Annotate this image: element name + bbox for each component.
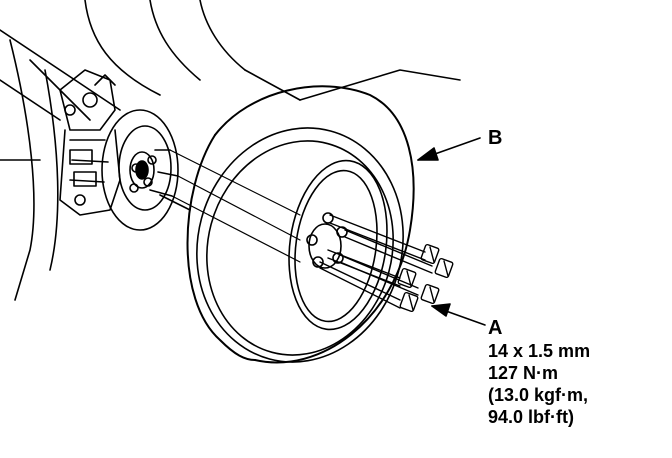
brake-rotor-hub — [101, 109, 191, 231]
torque-spec: 14 x 1.5 mm 127 N·m (13.0 kgf·m, 94.0 lb… — [488, 340, 590, 428]
spec-line-thread: 14 x 1.5 mm — [488, 341, 591, 361]
lug-nuts — [397, 243, 454, 313]
vehicle-body — [0, 0, 461, 301]
lug-nut — [399, 291, 419, 313]
brake-caliper — [59, 69, 121, 216]
wheel-rim — [288, 159, 388, 331]
callout-a-arrow — [431, 303, 486, 326]
lug-nut — [397, 267, 417, 289]
tire — [186, 85, 415, 364]
lug-nut — [434, 257, 454, 279]
spec-line-torque-lbf: 94.0 lbf·ft) — [488, 407, 575, 427]
lug-nut — [420, 243, 440, 265]
callout-a-label: A — [488, 317, 503, 339]
spec-line-torque-nm: 127 N·m — [488, 363, 559, 383]
spec-line-torque-kgf: (13.0 kgf·m, — [488, 385, 589, 405]
alignment-guide-lines — [169, 149, 301, 263]
lug-nut — [420, 283, 440, 305]
callout-b-arrow — [417, 137, 481, 161]
callout-b-label: B — [488, 127, 503, 149]
wheel-studs — [319, 214, 433, 309]
